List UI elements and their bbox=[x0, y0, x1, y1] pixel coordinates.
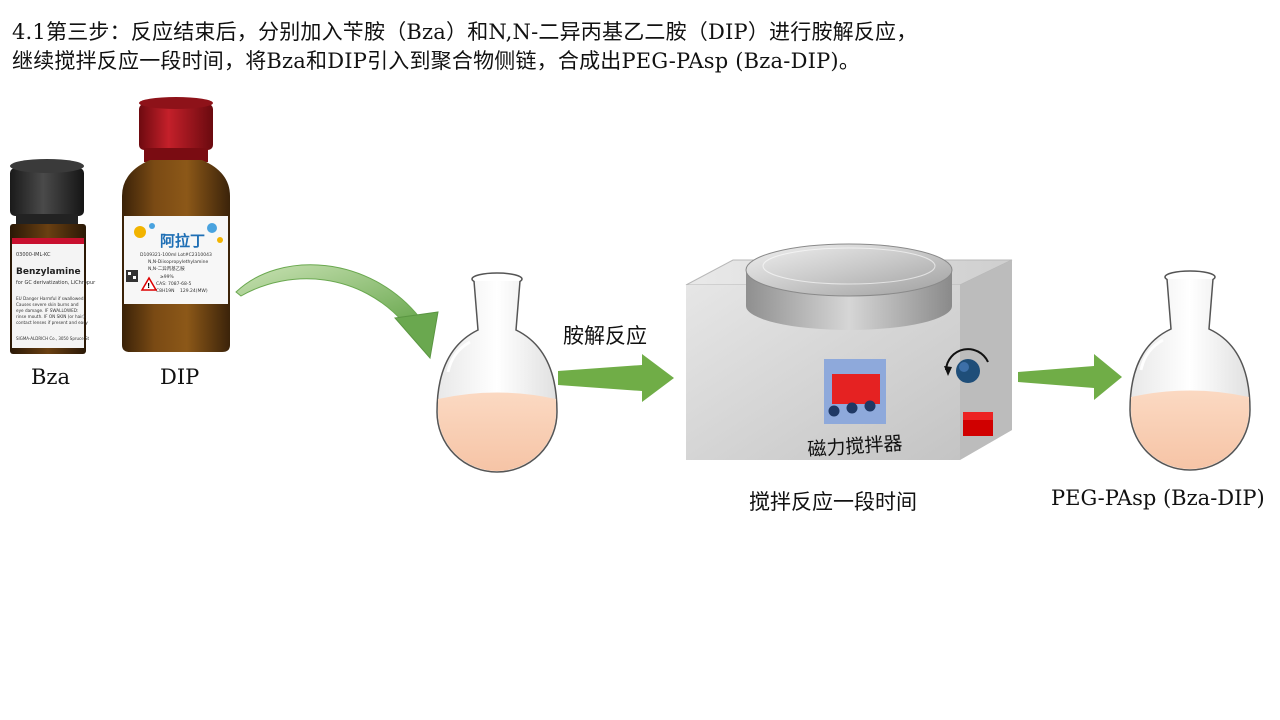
dip-bottle-line-3: N,N-二异丙基乙胺 bbox=[148, 265, 185, 272]
label-bza: Bza bbox=[31, 365, 71, 389]
panel-button-1 bbox=[828, 405, 840, 417]
label-stir-time: 搅拌反应一段时间 bbox=[749, 490, 917, 514]
arrow-right-icon-2 bbox=[1018, 354, 1122, 400]
title-line-2: 继续搅拌反应一段时间，将Bza和DIP引入到聚合物侧链，合成出PEG-PAsp … bbox=[12, 49, 861, 73]
bza-bottle-line-3: eye damage. IF SWALLOWED: bbox=[16, 308, 78, 313]
arrow-right-icon bbox=[558, 354, 674, 402]
bza-bottle-line-5: contact lenses if present and easy bbox=[16, 320, 88, 325]
label-dip: DIP bbox=[160, 365, 200, 389]
dip-bottle-purity: ≥99% bbox=[160, 274, 174, 280]
bza-bottle-line-4: rinse mouth. IF ON SKIN (or hair): bbox=[16, 314, 86, 319]
bza-bottle-line-1: EU Danger Harmful if swallowed. bbox=[16, 296, 85, 301]
dip-bottle-mw: 129.24(MW) bbox=[180, 288, 208, 294]
dip-bottle-formula: C8H19N bbox=[156, 288, 174, 294]
label-product: PEG-PAsp (Bza-DIP) bbox=[1051, 486, 1265, 510]
bza-bottle-name: Benzylamine bbox=[16, 267, 81, 277]
dip-bottle-cas: CAS: 7087-68-5 bbox=[156, 281, 191, 287]
qr-code-icon bbox=[126, 270, 138, 282]
dip-bottle-line-1: D109321-100ml Lot#C2310043 bbox=[140, 252, 212, 258]
dip-bottle: 阿拉丁 D109321-100ml Lot#C2310043 N,N-Diiso… bbox=[122, 97, 230, 352]
bza-bottle-line-2: Causes severe skin burns and bbox=[16, 302, 79, 307]
panel-button-2 bbox=[846, 402, 858, 414]
flask-reaction bbox=[436, 272, 558, 473]
title-line-1: 4.1第三步：反应结束后，分别加入苄胺（Bza）和N,N-二异丙基乙二胺（DIP… bbox=[12, 20, 918, 44]
curved-arrow-icon bbox=[235, 264, 439, 360]
display-screen bbox=[832, 374, 880, 404]
svg-text:!: ! bbox=[147, 282, 150, 290]
rotate-arrow-icon bbox=[945, 348, 989, 371]
dip-bottle-brand: 阿拉丁 bbox=[160, 232, 205, 250]
bza-bottle-subtitle: for GC derivatization, LiChropur bbox=[16, 280, 96, 286]
dip-bottle-line-2: N,N-Diisopropylethylamine bbox=[148, 259, 209, 265]
bza-bottle-footer: SIGMA-ALDRICH Co., 3050 Spruce St bbox=[16, 336, 90, 341]
hazard-icon bbox=[140, 276, 158, 291]
bza-bottle: 03000-IML-KC Benzylamine for GC derivati… bbox=[10, 159, 96, 354]
speed-knob bbox=[956, 359, 980, 383]
flask-product bbox=[1129, 270, 1251, 471]
panel-button-3 bbox=[864, 400, 876, 412]
magnetic-stirrer: 磁力搅拌器 bbox=[685, 243, 1013, 461]
label-aminolysis: 胺解反应 bbox=[563, 324, 647, 348]
bza-bottle-code: 03000-IML-KC bbox=[16, 252, 51, 258]
